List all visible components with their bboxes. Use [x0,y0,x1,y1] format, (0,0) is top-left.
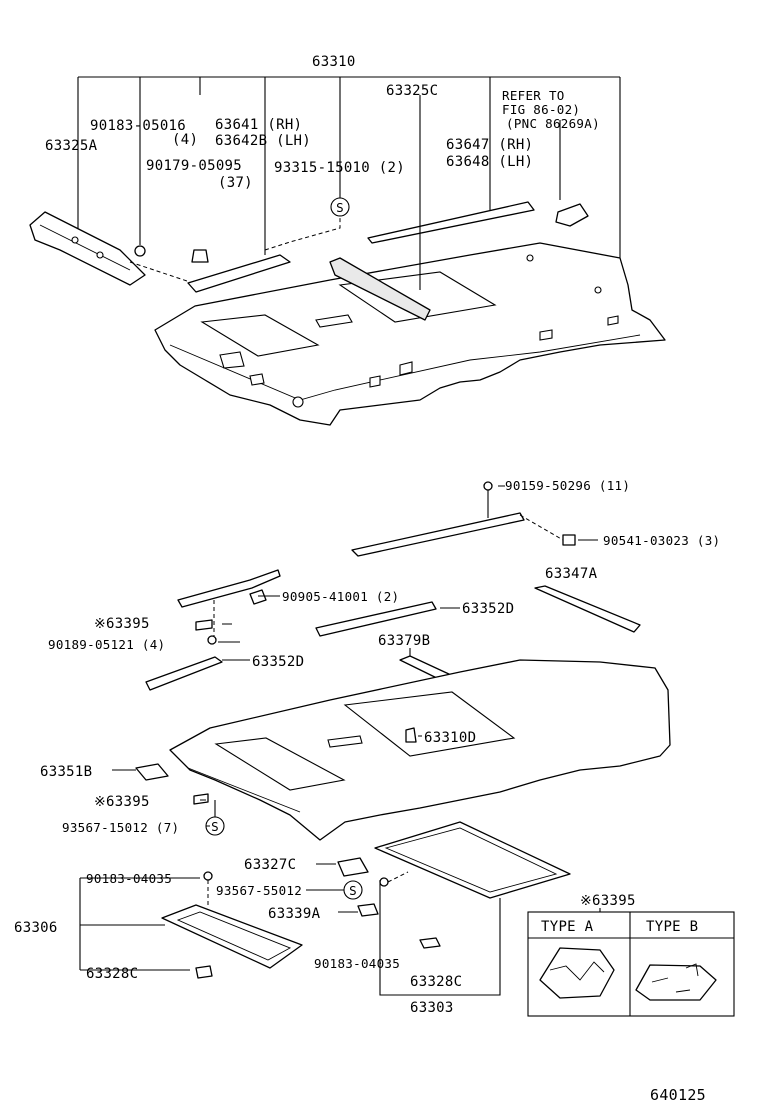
label-93567-55012: 93567-55012 [216,883,302,898]
part-63328C-b [419,937,441,949]
part-63328C-a [195,965,213,979]
part-63327C [337,857,369,877]
label-90541-03023: 90541-03023 (3) [603,533,720,548]
label-63310: 63310 [312,54,356,70]
clip-90183-05016 [134,245,146,257]
clip-type-a [539,947,615,999]
label-63339A: 63339A [268,906,321,922]
label-90183-05016: 90183-05016 [90,118,186,134]
s-marker-upper [330,197,350,217]
label-90905-41001: 90905-41001 (2) [282,589,399,604]
label-90189-05121: 90189-05121 (4) [48,637,165,652]
label-90183-05016-qty: (4) [172,132,198,148]
label-63306: 63306 [14,920,58,936]
lower-assembly: S S [79,481,671,996]
clip-63310D [405,727,417,743]
label-63647: 63647 (RH) [446,137,533,153]
clip-type-b [635,964,717,1001]
label-63395-b: ※63395 [94,794,150,810]
label-63327C: 63327C [244,857,296,873]
inset-type-a: TYPE A [541,919,594,935]
label-90179-05095: 90179-05095 [146,158,242,174]
part-63395-assembly [177,569,281,608]
label-63310D: 63310D [424,730,476,746]
label-63328C-b: 63328C [410,974,462,990]
label-63325A: 63325A [45,138,98,154]
label-90179-05095-qty: (37) [218,175,253,191]
part-63351B [135,763,169,781]
label-90159-50296: 90159-50296 (11) [505,478,630,493]
clip-63395-a [195,619,213,631]
clip-90905-41001 [249,589,267,605]
label-93315-15010: 93315-15010 (2) [274,160,405,176]
label-63352D-a: 63352D [462,601,514,617]
label-63642B: 63642B (LH) [215,133,311,149]
label-63351B: 63351B [40,764,92,780]
label-63648: 63648 (LH) [446,154,533,170]
part-63641 [187,254,291,293]
s-marker-upper-label: S [336,200,344,215]
part-63347A [534,585,641,633]
clip-90159-50296 [483,481,493,491]
label-63303: 63303 [410,1000,454,1016]
refer-to-line1: REFER TO [502,88,565,103]
inset-63395: ※63395 TYPE A TYPE B [527,893,735,1017]
clip-63395-b [193,793,209,805]
part-86269A [555,203,589,227]
part-63339A [357,903,379,917]
clip-90189-05121 [207,635,217,645]
label-93567-15012: 93567-15012 (7) [62,820,179,835]
clip-90183-04035-b [379,877,389,887]
clip-90541-03023 [562,534,576,546]
part-63352D-lower [145,656,223,691]
label-63379B: 63379B [378,633,430,649]
s-marker-mid-label: S [349,883,357,898]
label-63347A: 63347A [545,566,598,582]
label-90183-04035-b: 90183-04035 [314,956,400,971]
part-63352D-upper [315,601,437,637]
label-63328C-a: 63328C [86,966,138,982]
diagram-id: 640125 [650,1086,706,1104]
label-63325C: 63325C [386,83,438,99]
inset-type-b: TYPE B [646,919,698,935]
part-63647 [367,201,535,244]
part-63306 [161,904,303,969]
s-marker-lower-label: S [211,819,219,834]
refer-to-line2: FIG 86-02) [502,102,580,117]
clip-90179-05095 [191,249,209,263]
inset-title: ※63395 [580,893,636,909]
upper-assembly: S [29,76,666,426]
label-63352D-b: 63352D [252,654,304,670]
headliner-upper [154,242,666,426]
refer-to-line3: (PNC 86269A) [506,116,600,131]
clip-90183-04035-a [203,871,213,881]
part-63303 [374,821,571,899]
label-63395-a: ※63395 [94,616,150,632]
part-63325C [329,257,431,321]
part-long-rail [351,512,525,557]
label-63641: 63641 (RH) [215,117,302,133]
label-90183-04035-a: 90183-04035 [86,871,172,886]
